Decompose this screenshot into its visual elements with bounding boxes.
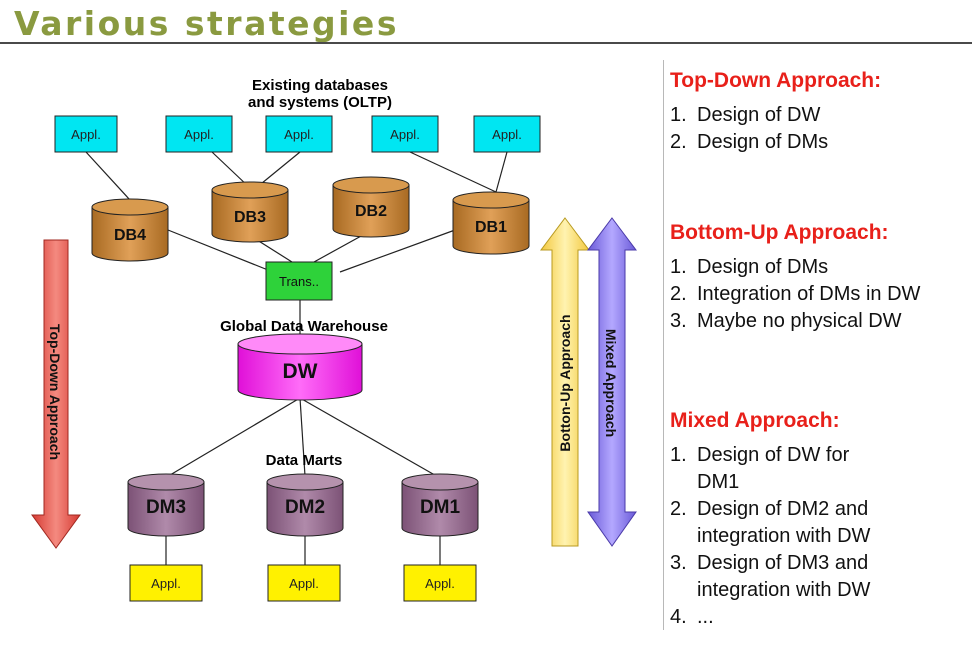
appl-box-label: Appl. [151, 576, 181, 591]
list-item-number: 3. [670, 552, 687, 574]
appl-box-label: Appl. [492, 127, 522, 142]
list-item-text: Design of DW [697, 104, 821, 126]
dm3-cylinder: DM3 [127, 473, 205, 537]
appl-box-label: Appl. [289, 576, 319, 591]
datamarts-caption: Data Marts [266, 452, 343, 469]
appl-box-dm3: Appl. [129, 564, 203, 602]
db1-cylinder: DB1 [452, 191, 530, 255]
appl-box-label: Appl. [425, 576, 455, 591]
top-down-arrow-label: Top-Down Approach [47, 324, 63, 460]
db1-label: DB1 [475, 219, 507, 236]
list-item-text: ... [697, 606, 714, 628]
list-item-text: Design of DW for DM1 [697, 444, 850, 493]
list-item: 3. Maybe no physical DW [670, 308, 920, 335]
list-item-text: Design of DMs [697, 256, 829, 278]
list-item-number: 2. [670, 131, 687, 153]
list-item: 1. Design of DW [670, 102, 881, 129]
db4-label: DB4 [114, 227, 146, 244]
top-down-section: Top-Down Approach: 1. Design of DW 2. Desi… [670, 68, 881, 156]
db3-label: DB3 [234, 209, 266, 226]
dm2-label: DM2 [285, 497, 325, 518]
trans-label: Trans.. [279, 274, 319, 289]
list-item-number: 3. [670, 310, 687, 332]
list-item-text: Design of DM3 and integration with DW [697, 552, 871, 601]
db2-label: DB2 [355, 203, 387, 220]
list-item-number: 1. [670, 104, 687, 126]
list-item-text: Design of DM2 and integration with DW [697, 498, 871, 547]
top-down-arrow: Top-Down Approach [31, 239, 81, 549]
dw-cylinder: DW [237, 333, 363, 401]
list-item: 3. Design of DM3 and integration with DW [670, 550, 870, 604]
bottom-up-heading: Bottom-Up Approach: [670, 221, 889, 244]
mixed-heading: Mixed Approach: [670, 409, 840, 432]
db2-cylinder: DB2 [332, 176, 410, 238]
list-item-number: 2. [670, 498, 687, 520]
list-item-number: 2. [670, 283, 687, 305]
oltp-caption-line1: Existing databases [252, 77, 388, 94]
appl-box-dm1: Appl. [403, 564, 477, 602]
appl-box-label: Appl. [184, 127, 214, 142]
db4-cylinder: DB4 [91, 198, 169, 262]
trans-box: Trans.. [265, 261, 333, 301]
list-item-text: Design of DMs [697, 131, 829, 153]
dm2-cylinder: DM2 [266, 473, 344, 537]
list-item: 2. Design of DMs [670, 129, 881, 156]
mixed-list: 1. Design of DW for DM1 2. Design of DM2 a… [670, 442, 870, 631]
mixed-section: Mixed Approach: 1. Design of DW for DM1 2… [670, 408, 870, 631]
list-item: 1. Design of DMs [670, 254, 920, 281]
bottom-up-section: Bottom-Up Approach: 1. Design of DMs 2. In… [670, 220, 920, 335]
list-item-number: 1. [670, 444, 687, 466]
top-down-list: 1. Design of DW 2. Design of DMs [670, 102, 881, 156]
list-item-number: 1. [670, 256, 687, 278]
dm3-label: DM3 [146, 497, 186, 518]
dm1-label: DM1 [420, 497, 461, 518]
bottom-up-arrow-label: Botton-Up Approach [557, 314, 573, 451]
dw-label: DW [283, 360, 318, 383]
list-item-text: Maybe no physical DW [697, 310, 902, 332]
bottom-up-arrow: Botton-Up Approach [540, 217, 590, 547]
dw-caption: Global Data Warehouse [220, 318, 388, 335]
appl-box-label: Appl. [284, 127, 314, 142]
appl-box-label: Appl. [390, 127, 420, 142]
column-divider [663, 60, 664, 630]
mixed-arrow-label: Mixed Approach [603, 329, 619, 437]
bottom-up-list: 1. Design of DMs 2. Integration of DMs in … [670, 254, 920, 335]
list-item: 4.... [670, 604, 870, 631]
mixed-arrow: Mixed Approach [587, 217, 637, 547]
appl-box-5: Appl. [473, 115, 541, 153]
list-item-number: 4. [670, 606, 687, 628]
db3-cylinder: DB3 [211, 181, 289, 243]
appl-box-1: Appl. [54, 115, 118, 153]
list-item: 1. Design of DW for DM1 [670, 442, 870, 496]
appl-box-2: Appl. [165, 115, 233, 153]
oltp-caption-line2: and systems (OLTP) [248, 94, 392, 111]
slide-title: Various strategies [14, 4, 399, 43]
top-down-heading: Top-Down Approach: [670, 69, 882, 92]
list-item: 2. Design of DM2 and integration with DW [670, 496, 870, 550]
list-item-text: Integration of DMs in DW [697, 283, 921, 305]
title-underline [0, 42, 972, 44]
connector-lines [85, 151, 508, 565]
appl-box-4: Appl. [371, 115, 439, 153]
appl-box-dm2: Appl. [267, 564, 341, 602]
appl-box-label: Appl. [71, 127, 101, 142]
list-item: 2. Integration of DMs in DW [670, 281, 920, 308]
dm1-cylinder: DM1 [401, 473, 479, 537]
appl-box-3: Appl. [265, 115, 333, 153]
